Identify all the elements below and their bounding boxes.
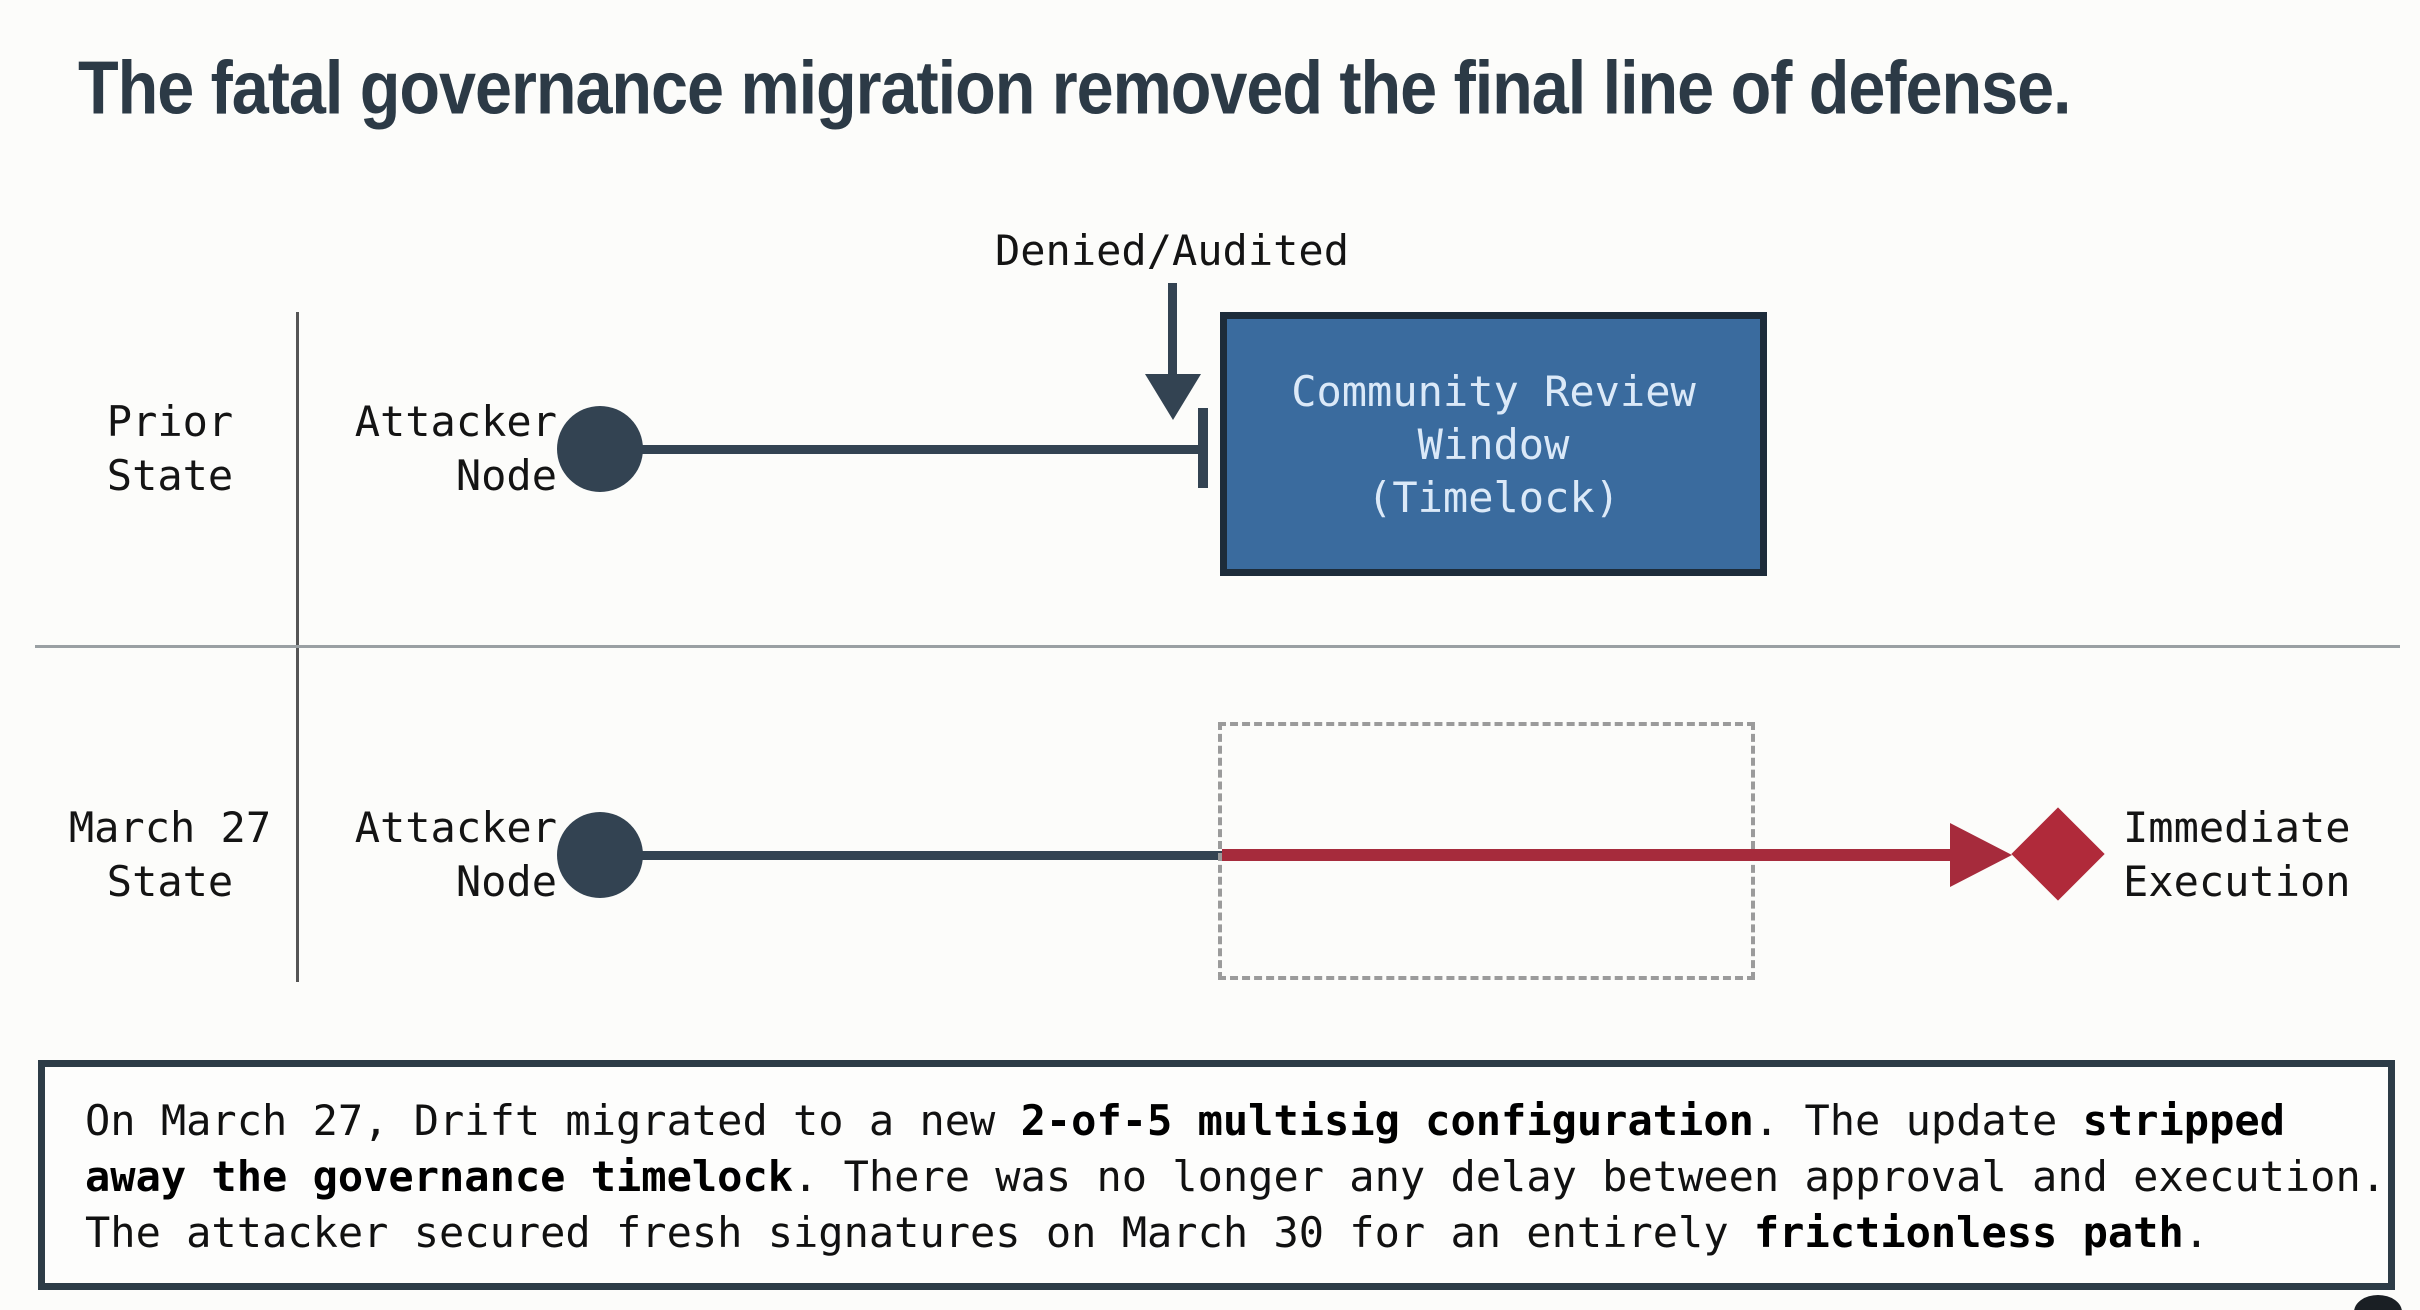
note-line: On March 27, Drift migrated to a new 2-o… bbox=[85, 1096, 2285, 1145]
denied-audited-label: Denied/Audited bbox=[994, 226, 1349, 275]
denied-arrow-shaft bbox=[1168, 283, 1177, 376]
row-label-prior-state: Prior State bbox=[40, 395, 300, 503]
state-divider-horizontal-line bbox=[35, 645, 2400, 648]
attacker-label-line2: Node bbox=[455, 857, 557, 906]
immediate-execution-label: Immediate Execution bbox=[2123, 801, 2351, 909]
execution-label-line2: Execution bbox=[2123, 857, 2351, 906]
row-label-prior-line2: State bbox=[106, 451, 234, 500]
note-line: away the governance timelock. There was … bbox=[85, 1152, 2387, 1201]
timelock-box-line1: Community Review bbox=[1291, 366, 1696, 416]
cutoff-logo-dot bbox=[2354, 1295, 2402, 1310]
community-review-window-box: Community Review Window (Timelock) bbox=[1220, 312, 1767, 576]
summary-note-box: On March 27, Drift migrated to a new 2-o… bbox=[38, 1060, 2395, 1290]
red-arrowhead-icon bbox=[1950, 823, 2012, 887]
attacker-label-line1: Attacker bbox=[354, 397, 557, 446]
attack-line-red bbox=[1222, 849, 1952, 861]
execution-label-line1: Immediate bbox=[2123, 803, 2351, 852]
proposal-line-march27-dark bbox=[600, 851, 1222, 860]
attacker-label-line2: Node bbox=[455, 451, 557, 500]
note-line: The attacker secured fresh signatures on… bbox=[85, 1208, 2210, 1257]
timelock-box-line2: Window bbox=[1417, 419, 1570, 469]
row-label-prior-line1: Prior bbox=[106, 397, 234, 446]
timelock-box-line3: (Timelock) bbox=[1367, 472, 1620, 522]
proposal-line-prior bbox=[600, 445, 1204, 454]
attacker-node-label-march27: Attacker Node bbox=[327, 801, 557, 909]
row-label-march27-line2: State bbox=[106, 857, 234, 906]
attacker-node-label-prior: Attacker Node bbox=[327, 395, 557, 503]
execution-diamond-icon bbox=[2011, 807, 2105, 901]
row-label-march27-line1: March 27 bbox=[68, 803, 272, 852]
page-title: The fatal governance migration removed t… bbox=[78, 45, 2072, 131]
attacker-label-line1: Attacker bbox=[354, 803, 557, 852]
row-label-march27-state: March 27 State bbox=[20, 801, 320, 909]
arrow-down-icon bbox=[1145, 374, 1201, 420]
blocked-tick-bar bbox=[1198, 408, 1208, 488]
